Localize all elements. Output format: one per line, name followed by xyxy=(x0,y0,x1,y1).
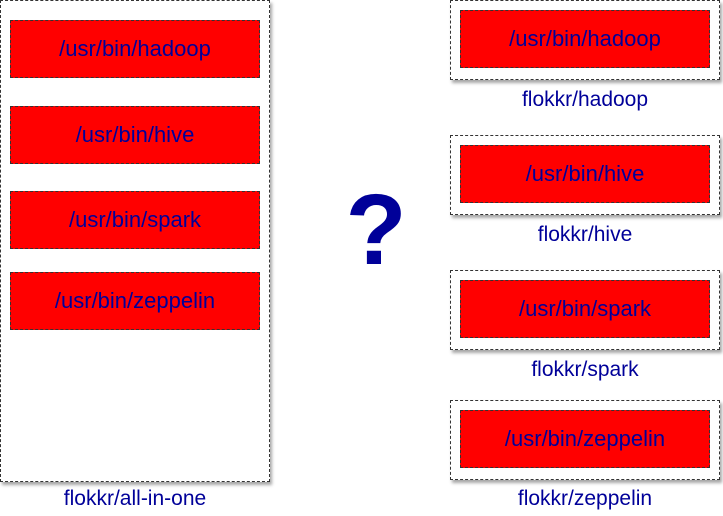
all-in-one-hive-binary: /usr/bin/hive xyxy=(10,106,260,164)
spark-image-caption: flokkr/spark xyxy=(531,358,639,381)
all-in-one-caption: flokkr/all-in-one xyxy=(63,487,207,510)
hive-binary: /usr/bin/hive xyxy=(460,145,710,203)
all-in-one-zeppelin-binary: /usr/bin/zeppelin xyxy=(10,272,260,330)
hadoop-image-caption: flokkr/hadoop xyxy=(521,88,649,111)
hive-image-caption: flokkr/hive xyxy=(537,223,633,246)
hadoop-binary: /usr/bin/hadoop xyxy=(460,10,710,68)
question-mark: ? xyxy=(345,174,407,286)
spark-binary: /usr/bin/spark xyxy=(460,280,710,338)
zeppelin-binary: /usr/bin/zeppelin xyxy=(460,410,710,468)
all-in-one-hadoop-binary: /usr/bin/hadoop xyxy=(10,20,260,78)
zeppelin-image-caption: flokkr/zeppelin xyxy=(517,487,653,510)
all-in-one-spark-binary: /usr/bin/spark xyxy=(10,191,260,249)
